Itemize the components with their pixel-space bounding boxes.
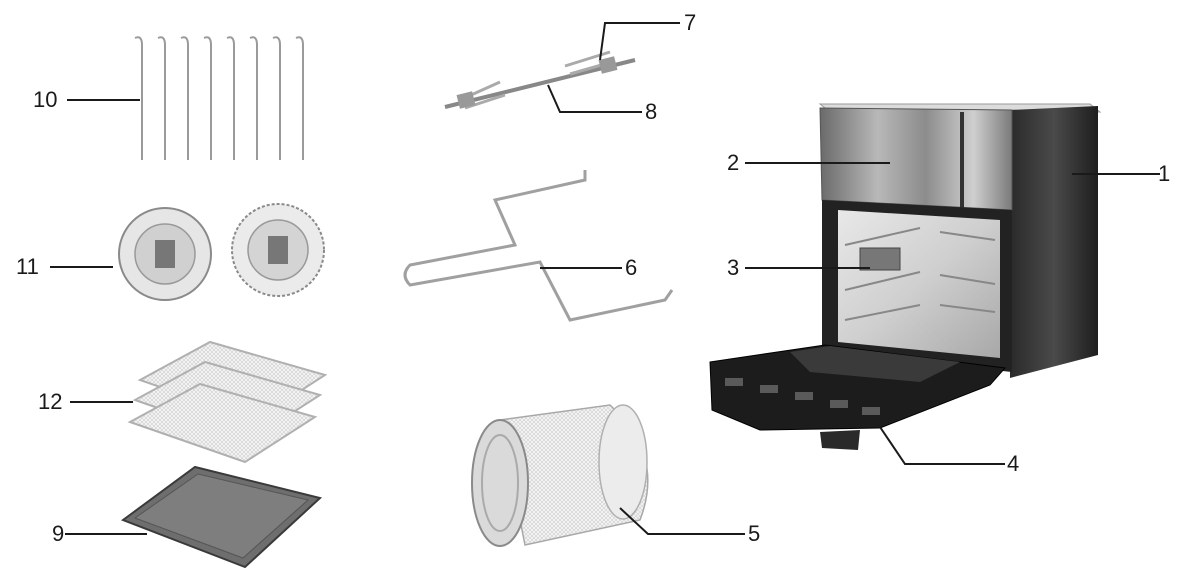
rotisserie-basket-icon [471,404,649,547]
callout-4: 4 [1007,451,1020,476]
callout-10: 10 [33,87,58,112]
callout-5: 5 [748,521,761,546]
callout-12: 12 [38,389,63,414]
callout-7: 7 [684,10,697,35]
air-fryer-oven-icon [709,103,1102,450]
callout-8: 8 [645,99,658,124]
rotisserie-spit-icon [444,50,636,110]
callout-1: 1 [1158,161,1171,186]
callout-2: 2 [727,150,740,175]
leader-lines [50,22,1160,535]
callout-6: 6 [625,255,638,280]
callout-11: 11 [16,254,39,279]
drip-tray-icon [120,465,323,569]
skewers-icon [134,36,304,160]
rotisserie-tool-icon [403,170,674,322]
callout-3: 3 [727,255,740,280]
rotisserie-wheels-icon [118,203,325,301]
callout-9: 9 [52,521,65,546]
mesh-racks-icon [127,340,328,464]
